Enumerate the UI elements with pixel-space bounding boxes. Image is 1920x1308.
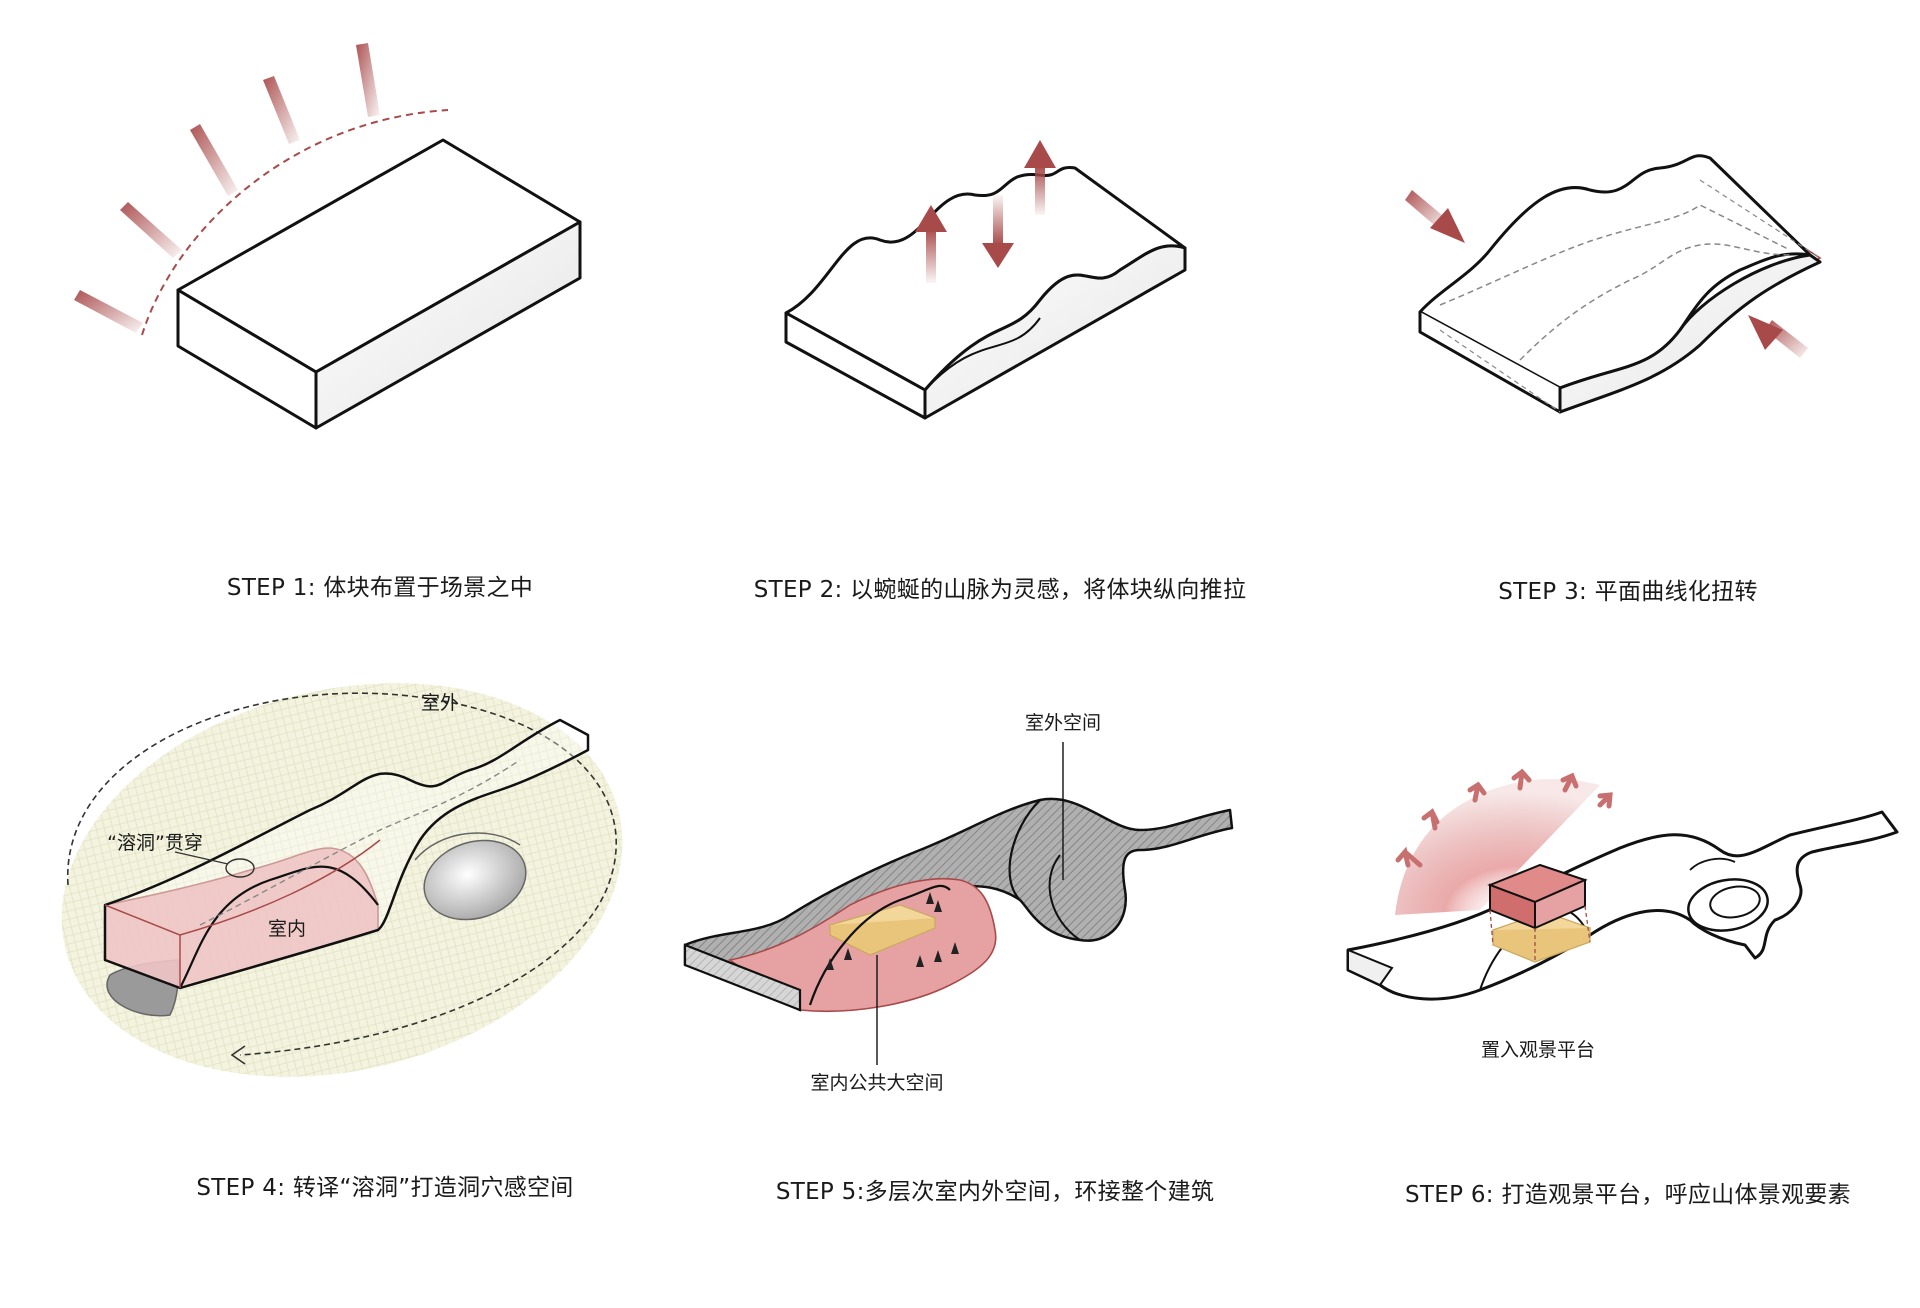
- step5-diagram: [685, 742, 1232, 1065]
- twist-arrow-icon: [1748, 315, 1808, 358]
- sun-ray-icon: [190, 124, 238, 196]
- step5-caption: STEP 5:多层次室内外空间，环接整个建筑: [776, 1172, 1214, 1206]
- step4-caption: STEP 4: 转译“溶洞”打造洞穴感空间: [196, 1168, 573, 1202]
- step3-caption: STEP 3: 平面曲线化扭转: [1498, 572, 1758, 606]
- step4-indoor-label: 室内: [268, 914, 306, 941]
- step2-diagram: [786, 140, 1185, 418]
- step1-caption: STEP 1: 体块布置于场景之中: [227, 568, 533, 602]
- step5-outdoor-space-label: 室外空间: [1025, 708, 1101, 735]
- sun-ray-icon: [263, 76, 300, 144]
- step6-platform-label: 置入观景平台: [1481, 1035, 1595, 1062]
- step6-caption: STEP 6: 打造观景平台，呼应山体景观要素: [1405, 1175, 1851, 1209]
- step1-diagram: [74, 43, 580, 428]
- sun-ray-icon: [356, 43, 380, 117]
- step2-caption: STEP 2: 以蜿蜒的山脉为灵感，将体块纵向推拉: [754, 570, 1247, 604]
- step4-outdoor-label: 室外: [421, 688, 459, 715]
- step4-cave-label: “溶洞”贯穿: [107, 828, 203, 855]
- step6-diagram: [1348, 772, 1897, 999]
- step5-indoor-public-label: 室内公共大空间: [810, 1068, 943, 1095]
- sun-ray-icon: [120, 202, 182, 258]
- twist-arrow-icon: [1405, 190, 1465, 243]
- step4-diagram: [20, 627, 665, 1134]
- step3-diagram: [1405, 156, 1820, 412]
- sun-ray-icon: [74, 290, 143, 333]
